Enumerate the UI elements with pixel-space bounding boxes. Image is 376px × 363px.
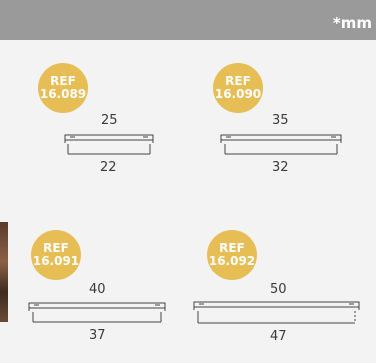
- ref-badge: REF 16.092: [207, 230, 257, 280]
- outer-width-label: 40: [89, 282, 106, 297]
- header-bar: [0, 0, 376, 40]
- inner-width-label: 32: [272, 160, 289, 175]
- inner-width-label: 37: [89, 328, 106, 343]
- ref-label: REF: [219, 241, 245, 255]
- background-photo-edge: [0, 222, 8, 322]
- ref-badge: REF 16.091: [31, 230, 81, 280]
- ref-code: 16.091: [32, 254, 80, 268]
- inner-width-label: 47: [270, 329, 287, 344]
- outer-width-label: 25: [101, 113, 118, 128]
- ref-code: 16.092: [208, 254, 256, 268]
- ref-label: REF: [43, 241, 69, 255]
- profile-diagram: [220, 134, 342, 155]
- ref-label: REF: [50, 74, 76, 88]
- ref-badge: REF 16.090: [213, 63, 263, 113]
- profile-diagram: [64, 134, 154, 155]
- profile-diagram: [28, 302, 166, 323]
- unit-label: *mm: [332, 14, 372, 32]
- ref-code: 16.089: [39, 87, 87, 101]
- outer-width-label: 50: [270, 282, 287, 297]
- ref-label: REF: [225, 74, 251, 88]
- outer-width-label: 35: [272, 113, 289, 128]
- ref-badge: REF 16.089: [38, 63, 88, 113]
- inner-width-label: 22: [100, 160, 117, 175]
- profile-diagram: [193, 301, 360, 324]
- ref-code: 16.090: [214, 87, 262, 101]
